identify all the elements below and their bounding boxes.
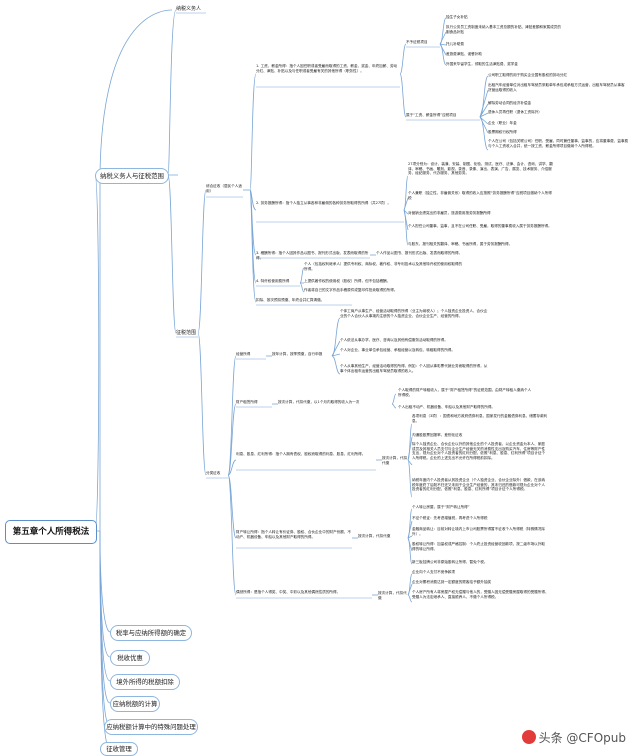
node-business-4[interactable]: 个人从事其他生产、经营活动取得的所得。例如：个人因从事彩票代销业务而取得的所得，… xyxy=(340,364,488,373)
watermark-text: 头条 @CFOpub xyxy=(538,731,626,745)
node-interest-3[interactable]: 除个人独资企业、合伙企业以外的其他企业的个人投资者，以企业资金为本人、家庭成员及… xyxy=(412,442,546,460)
node-labor[interactable]: 2. 劳务报酬所得：指个人独立从事各种非雇佣的各种劳务所取得的所得（共27项）。 xyxy=(256,201,391,205)
node-license-fees-2[interactable]: 上提供著作权的使用权（股权）所得，但不包括稿酬。 xyxy=(304,279,391,283)
branch-special-issues[interactable]: 应纳税额计算中的特殊问题处理 xyxy=(104,719,198,735)
root-topic[interactable]: 第五章个人所得税法 xyxy=(5,520,97,544)
node-wage-item-3[interactable]: 解除劳动合同的经济补偿金 xyxy=(488,101,532,105)
node-wage-item-6[interactable]: 股票期权行权所得 xyxy=(488,130,517,134)
node-license-fees-3[interactable]: 作者将自己的文字作品手稿原件或复印件拍卖取得的所得。 xyxy=(304,288,398,292)
node-wage-item-1[interactable]: 公司职工取得的用于购买企业国有股权的劳动分红 xyxy=(488,73,568,77)
node-wage-item-5[interactable]: 企业（职业）年金 xyxy=(488,121,517,125)
node-business-1[interactable]: 个体工商户从事生产、经营活动取得的所得（业主为纳税人）；个人独资企业投资人、合伙… xyxy=(340,309,488,318)
node-wage-item-7[interactable]: 个人在公司（包括关联公司）任职、受雇，同时兼任董事、监事的，应将董事费、监事费与… xyxy=(488,139,629,148)
node-business[interactable]: 经营所得 xyxy=(236,352,251,356)
node-property-lease-2[interactable]: 个人出租不动产、机器设备、车船以及其他财产取得的所得。 xyxy=(398,405,496,409)
toutiao-logo-icon xyxy=(521,730,536,744)
node-business-rule[interactable]: 按年计算，按季预缴，自行申报 xyxy=(272,352,323,356)
branch-collection[interactable]: 征收管理 xyxy=(100,742,138,756)
node-classified[interactable]: 分类征收 xyxy=(206,471,221,475)
node-labor-5[interactable]: 与股东、报刊相关的翻译、审稿、书画所得，属于劳务报酬所得。 xyxy=(408,242,513,246)
node-interest-dividends[interactable]: 利息、股息、红利所得：指个人拥有债权、股权而取得的利息、股息、红利所得。 xyxy=(236,452,366,456)
node-transfer-4[interactable]: 股权转让所得：加量权或严格控制：个人终止投资经营收回款项，按二级市场以外取得的转… xyxy=(412,542,545,551)
node-not-taxed[interactable]: 不予征税项目 xyxy=(406,40,428,44)
node-business-2[interactable]: 个人依法从事办学、医疗、咨询以及其他有偿服务活动取得的所得。 xyxy=(340,338,448,342)
branch-taxpayer-scope[interactable]: 纳税义务人与征税范围 xyxy=(95,168,169,184)
node-labor-3[interactable]: 对营销业绩突出的非雇员，旅游费用按劳务报酬所得 xyxy=(408,211,491,215)
branch-tax-calculation[interactable]: 应纳税额的计算 xyxy=(110,696,160,712)
node-interest-rule[interactable]: 按次计算，代扣代缴 xyxy=(382,456,408,465)
node-wage-item-2[interactable]: 出租汽车经营单位对出租车驾驶员采取单车承包或承租方式运营，出租车驾驶员从事客货营… xyxy=(488,83,625,92)
node-transfer-2[interactable]: 不征个税证：先考虑增值税，再考虑个人所得税 xyxy=(412,516,488,520)
node-labor-2[interactable]: 个人兼职（独立性、非雇佣关系）取得的收入应按照“劳务报酬所得”应税项目缴纳个人所… xyxy=(408,191,552,200)
node-wage-items[interactable]: 属于“工资、薪金所得”应税项目 xyxy=(406,113,457,117)
node-not-taxed-3[interactable]: 托儿补助费 xyxy=(446,42,464,46)
node-labor-4[interactable]: 个人担任公司董事、监事，且不在公司任职、受雇，取得的董事费收入属于劳务报酬所得。 xyxy=(408,224,552,228)
node-wage-item-4[interactable]: 退休人员再任职（退休工资除外） xyxy=(488,110,542,114)
node-property-lease[interactable]: 财产租赁所得 xyxy=(236,400,258,404)
node-transfer-5[interactable]: 新三板挂牌公司非原始股转让所得，暂免个税。 xyxy=(412,560,488,564)
node-comprehensive[interactable]: 综合征收（居民个人适用） xyxy=(206,184,242,193)
node-wages[interactable]: 1. 工资、薪金所得：指个人因任职或者受雇而取得的工资、薪金、奖金、年终加薪、劳… xyxy=(256,64,398,73)
node-not-taxed-1[interactable]: 独生子女补贴 xyxy=(446,15,468,19)
watermark: 头条 @CFOpub xyxy=(521,729,626,746)
node-interest-2[interactable]: 沟通股股票回报率，差别化征收 xyxy=(412,433,463,437)
node-property-lease-1[interactable]: 个人取得的财产转租收入，属于“财产租赁所得”的征税范围，由财产转租人缴纳个人所得… xyxy=(398,388,532,397)
node-license-fees-1[interactable]: 个人（包括权利继承人）提供专利权、商标权、著作权、非专利技术以及其他特许权的使用… xyxy=(304,262,463,271)
node-scope[interactable]: 征税范围 xyxy=(176,330,197,336)
node-interest-1[interactable]: 各项利息（3项）：国债和地方政府债券利息、国家发行的金融债券利息、储蓄存款利息。 xyxy=(412,414,548,423)
node-taxpayer[interactable]: 纳税义务人 xyxy=(176,6,202,12)
branch-tax-incentive[interactable]: 税收优惠 xyxy=(110,650,150,666)
node-license-fees[interactable]: 4. 特许权使用费所得 xyxy=(256,279,290,283)
node-transfer-1[interactable]: 个人转让房屋，属于“财产转让所得” xyxy=(412,505,470,509)
node-property-lease-rule[interactable]: 按次计算，代扣代缴，以1个月内取得的收入为一次 xyxy=(278,400,360,404)
node-royalties-writing-1[interactable]: 个人作品以图书、报刊形式出版、发表而取得的所得。 xyxy=(376,251,463,255)
node-not-taxed-4[interactable]: 差旅费津贴、误餐补助 xyxy=(446,52,482,56)
node-property-transfer[interactable]: 财产转让所得：指个人转让有价证券、股权、合伙企业中的财产份额、不动产、机器设备、… xyxy=(236,530,351,539)
node-interest-4[interactable]: 纳税年度内个人投资者从其投资企业（个人独资企业、合伙企业除外）借款，在该纳税年度… xyxy=(412,478,545,492)
node-royalties-writing[interactable]: 3. 稿酬所得：指个人因其作品以图书、报刊形式出版、发表而取得的所得。 xyxy=(256,251,369,260)
node-incidental-2[interactable]: 企业对累积消费达到一定额度的顾客给予额外抽奖 xyxy=(412,580,492,584)
node-incidental-1[interactable]: 企业向个人支付不竞争款项 xyxy=(412,570,456,574)
node-labor-1[interactable]: 27项分别为：设计、装潢、安装、制图、化验、测试、医疗、法律、会计、咨询、讲学、… xyxy=(408,162,553,176)
node-withholding[interactable]: 扣除、按次预扣预缴、年终合并汇算清缴。 xyxy=(256,298,325,302)
node-property-transfer-rule[interactable]: 按次计算，代扣代缴 xyxy=(358,534,391,538)
node-not-taxed-2[interactable]: 执行公务员工资制度未纳入基本工资总额的补贴、津贴差额和家属成员的副食品补贴 xyxy=(446,25,561,34)
branch-foreign-credit[interactable]: 境外所得的税额扣除 xyxy=(110,674,180,690)
node-incidental-3[interactable]: 个人房产所有人将房屋产权无偿赠与他人的，受赠人因无偿受赠房屋取得的受赠所得，受赠… xyxy=(412,590,549,599)
node-business-3[interactable]: 个人对企业、事业单位承包经营、承租经营以及转包、转租取得的所得。 xyxy=(340,348,455,352)
branch-tax-rate[interactable]: 税率与应纳所得额的确定 xyxy=(110,625,192,641)
node-transfer-3[interactable]: 金融商品转让：目前对转让境内上市公司股票所得暂不征收个人所得税（特殊情况除外）。 xyxy=(412,527,545,536)
node-not-taxed-5[interactable]: 外国来华留学生，领取的生活津贴费、奖学金 xyxy=(446,62,518,66)
node-incidental[interactable]: 偶然所得：是指个人得奖、中奖、中彩以及其他偶然性质的所得。 xyxy=(236,590,341,594)
node-incidental-rule[interactable]: 按次计算，代扣代缴 xyxy=(378,591,407,600)
